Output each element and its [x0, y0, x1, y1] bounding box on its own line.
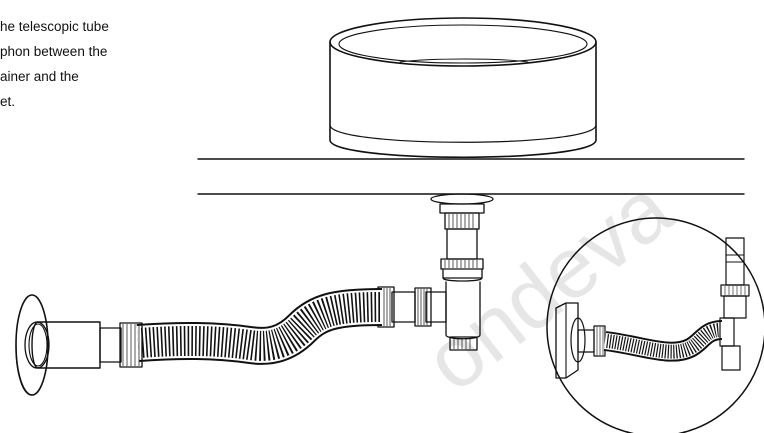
detail-magnifier — [546, 217, 764, 433]
drain-strainer — [430, 193, 494, 230]
instruction-line-1: he telescopic tube — [0, 19, 109, 34]
instruction-line-3: ainer and the — [0, 69, 79, 84]
watermark: ondeva — [408, 161, 690, 410]
instruction-line-2: phon between the — [0, 44, 108, 59]
instruction-line-4: et. — [0, 94, 16, 109]
countertop — [197, 158, 745, 195]
wall-outlet — [15, 294, 143, 396]
instruction-text: he telescopic tube phon between the aine… — [0, 14, 170, 114]
flexible-hose — [136, 288, 383, 365]
basin — [329, 17, 597, 159]
bottle-siphon — [377, 228, 484, 351]
